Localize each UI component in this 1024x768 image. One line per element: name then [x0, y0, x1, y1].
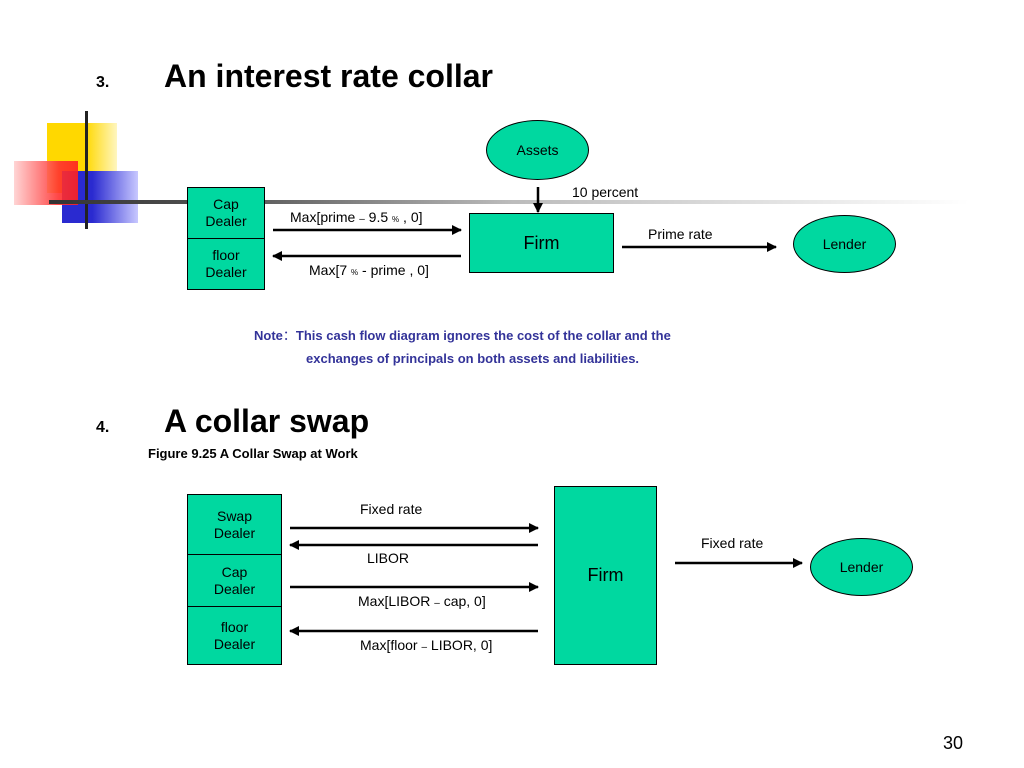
- section-3-number: 3.: [96, 74, 110, 91]
- lender-label-1: Lender: [822, 236, 867, 252]
- logo-vertical-line: [85, 111, 88, 229]
- section-3-title: An interest rate collar: [164, 58, 493, 94]
- lender-node-2: Lender: [810, 538, 913, 596]
- note-line-1: Note：This cash flow diagram ignores the …: [254, 325, 671, 344]
- firm-box-1: Firm: [469, 213, 614, 273]
- note-text-1: This cash flow diagram ignores the cost …: [295, 328, 671, 343]
- max-floor-text-a: Max[floor: [360, 637, 422, 653]
- max-libor-text-b: cap, 0]: [439, 593, 486, 609]
- libor-label: LIBOR: [367, 550, 410, 566]
- assets-node: Assets: [486, 120, 589, 180]
- firm-label-1: Firm: [523, 232, 560, 253]
- cap-dealer-line1: Cap: [213, 196, 239, 212]
- fixed-rate-label-1: Fixed rate: [360, 501, 423, 517]
- max-7-text-a: Max[7: [309, 262, 352, 278]
- max-7-label: Max[7 % - prime , 0]: [309, 262, 429, 278]
- note-label: Note: [254, 328, 283, 343]
- max-prime-label: Max[prime – 9.5 % , 0]: [290, 209, 423, 225]
- floor-dealer-line2: Dealer: [205, 264, 247, 280]
- fixed-rate-label-2: Fixed rate: [701, 535, 764, 551]
- max-prime-text-a: Max[prime: [290, 209, 360, 225]
- swap-dealer-line2: Dealer: [213, 524, 256, 541]
- floor-dealer-2-line1: floor: [220, 618, 249, 635]
- assets-label: Assets: [516, 142, 559, 158]
- prime-rate-label: Prime rate: [648, 226, 713, 242]
- max-7-text-b: - prime , 0]: [358, 262, 429, 278]
- ten-percent-label: 10 percent: [572, 184, 639, 200]
- note-colon: ：: [282, 328, 296, 343]
- cap-dealer-2-line1: Cap: [221, 563, 248, 580]
- cap-dealer-2-line2: Dealer: [213, 580, 256, 597]
- max-floor-text-b: LIBOR, 0]: [427, 637, 493, 653]
- max-libor-text-a: Max[LIBOR: [358, 593, 435, 609]
- max-libor-label: Max[LIBOR – cap, 0]: [358, 593, 486, 609]
- max-prime-text-c: , 0]: [399, 209, 423, 225]
- figure-caption: Figure 9.25 A Collar Swap at Work: [148, 446, 358, 461]
- max-7-percent: %: [351, 268, 359, 277]
- logo-horizontal-rule: [49, 200, 969, 204]
- note-line-2: exchanges of principals on both assets a…: [306, 351, 640, 366]
- section-4-title: A collar swap: [164, 403, 370, 439]
- cap-dealer-line2: Dealer: [205, 213, 247, 229]
- logo-red-square: [14, 161, 78, 205]
- max-floor-dash: –: [421, 642, 428, 653]
- decorative-logo: [0, 105, 1024, 235]
- page-number: 30: [942, 733, 963, 753]
- lender-label-2: Lender: [839, 559, 884, 575]
- lender-node-1: Lender: [793, 215, 896, 273]
- firm-label-2: Firm: [587, 565, 624, 585]
- max-prime-percent: %: [392, 215, 400, 224]
- max-prime-text-b: 9.5: [364, 209, 393, 225]
- floor-dealer-2-line2: Dealer: [213, 635, 256, 652]
- max-libor-dash: –: [434, 598, 440, 609]
- section-4-number: 4.: [96, 419, 110, 436]
- floor-dealer-line1: floor: [212, 247, 240, 263]
- max-prime-dash: –: [359, 214, 365, 225]
- swap-dealer-line1: Swap: [216, 507, 253, 524]
- firm-box-2: Firm: [554, 486, 657, 665]
- max-floor-label: Max[floor – LIBOR, 0]: [360, 637, 492, 653]
